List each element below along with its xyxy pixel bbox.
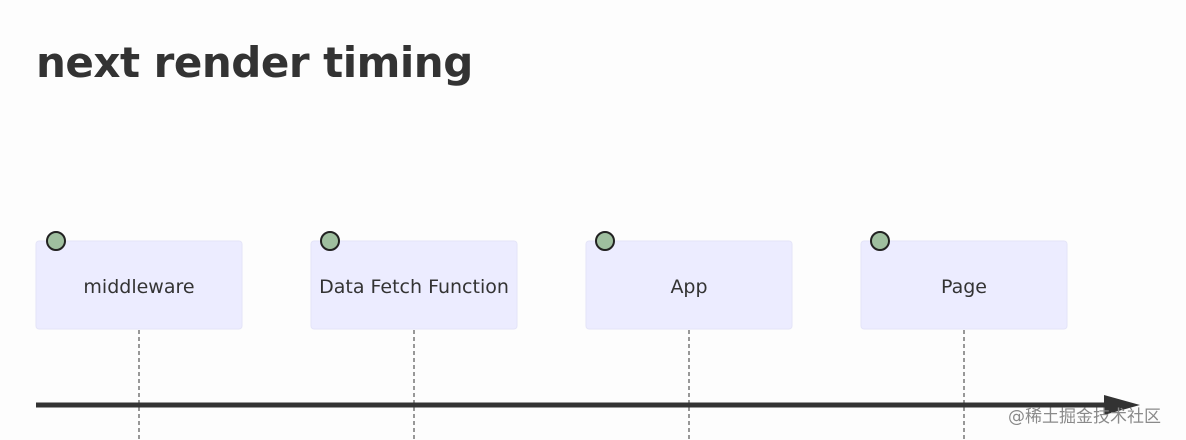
- stage-box: [35, 240, 243, 330]
- stage-marker-circle: [46, 231, 66, 251]
- stage-data-fetch-function: Data Fetch Function: [310, 231, 518, 330]
- diagram-title: next render timing: [36, 38, 473, 87]
- stage-marker-circle: [320, 231, 340, 251]
- stage-label: Data Fetch Function: [319, 276, 509, 298]
- stage-label: App: [670, 276, 707, 298]
- stage-box: [585, 240, 793, 330]
- stage-middleware: middleware: [35, 231, 243, 330]
- stage-label: Page: [941, 276, 987, 298]
- time-axis-arrowhead: [1104, 395, 1140, 415]
- stage-marker-circle: [870, 231, 890, 251]
- stage-marker-circle: [595, 231, 615, 251]
- stage-box: [310, 240, 518, 330]
- watermark-text: @稀土掘金技术社区: [1008, 407, 1161, 427]
- stage-app: App: [585, 231, 793, 330]
- stage-page: Page: [860, 231, 1068, 330]
- stage-box: [860, 240, 1068, 330]
- stage-label: middleware: [83, 276, 194, 298]
